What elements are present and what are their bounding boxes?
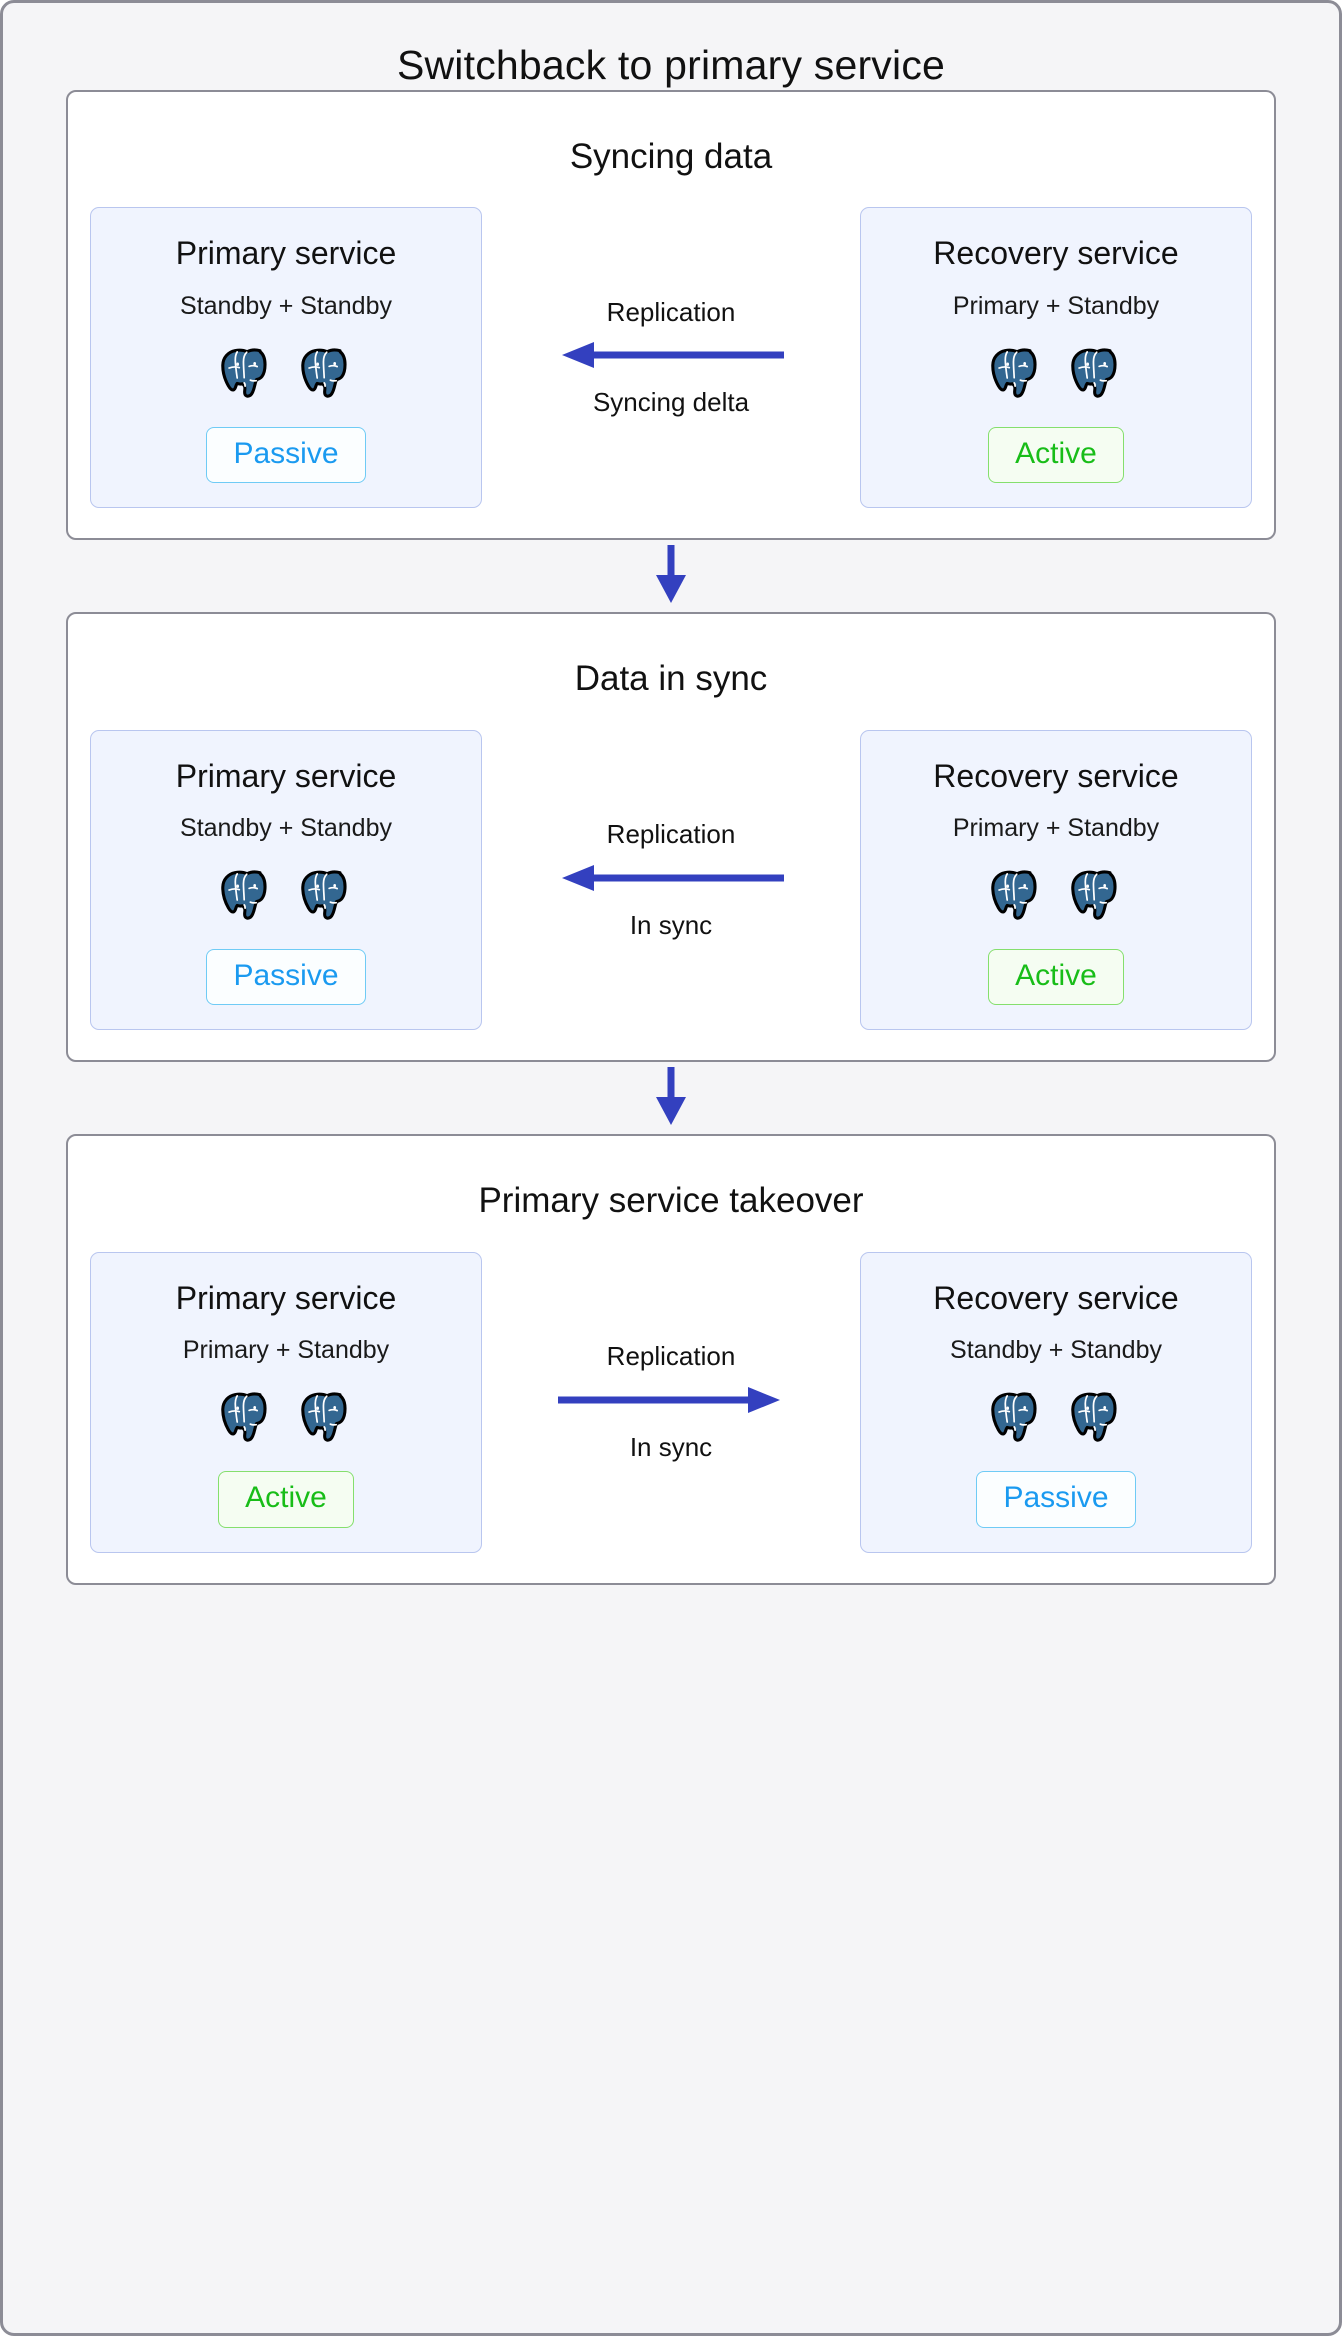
- node-icon-group: [987, 343, 1125, 401]
- stage-body: Primary service Standby + Standby: [90, 729, 1252, 1031]
- service-name: Primary service: [175, 235, 397, 272]
- service-roles: Primary + Standby: [952, 813, 1160, 842]
- recovery-service-card[interactable]: Recovery service Standby + Standby: [860, 1251, 1252, 1553]
- stage-title: Primary service takeover: [478, 1181, 864, 1221]
- status-badge: Passive: [206, 948, 366, 1006]
- service-name: Primary service: [175, 1279, 397, 1316]
- replication-label-bottom: In sync: [629, 909, 713, 940]
- node-icon-group: [987, 1387, 1125, 1445]
- replication-link: Replication In sync: [482, 730, 860, 1031]
- postgres-elephant-icon: [297, 1387, 355, 1445]
- service-name: Recovery service: [933, 757, 1179, 794]
- postgres-elephant-icon: [987, 865, 1045, 923]
- service-roles: Primary + Standby: [952, 291, 1160, 320]
- node-icon-group: [217, 343, 355, 401]
- status-badge: Active: [988, 426, 1124, 484]
- service-roles: Standby + Standby: [950, 1336, 1162, 1365]
- service-name: Recovery service: [933, 1279, 1179, 1316]
- replication-arrow-left-icon: [556, 864, 786, 896]
- stage-body: Primary service Primary + Standby: [90, 1251, 1252, 1553]
- postgres-elephant-icon: [1067, 1387, 1125, 1445]
- replication-label-top: Replication: [606, 1341, 736, 1372]
- replication-arrow-left-icon: [556, 342, 786, 373]
- node-icon-group: [217, 1387, 355, 1445]
- stage-panel: Syncing data Primary service Standby + S…: [66, 90, 1276, 541]
- status-badge: Active: [988, 948, 1124, 1006]
- arrow-down-icon: [650, 1065, 692, 1132]
- postgres-elephant-icon: [987, 343, 1045, 401]
- stage-panel: Primary service takeover Primary service…: [66, 1134, 1276, 1585]
- service-roles: Standby + Standby: [180, 291, 392, 320]
- stage-title: Syncing data: [569, 137, 773, 177]
- node-icon-group: [217, 865, 355, 923]
- service-roles: Primary + Standby: [182, 1336, 390, 1365]
- postgres-elephant-icon: [1067, 343, 1125, 401]
- stage-title: Data in sync: [574, 659, 768, 699]
- recovery-service-card[interactable]: Recovery service Primary + Standby: [860, 207, 1252, 509]
- postgres-elephant-icon: [297, 865, 355, 923]
- stage-list: Syncing data Primary service Standby + S…: [3, 90, 1339, 1585]
- stage-body: Primary service Standby + Standby: [90, 207, 1252, 509]
- diagram-title: Switchback to primary service: [396, 42, 946, 88]
- postgres-elephant-icon: [217, 1387, 275, 1445]
- status-badge: Passive: [206, 426, 366, 484]
- arrow-down-icon: [650, 543, 692, 610]
- replication-label-top: Replication: [606, 819, 736, 850]
- service-name: Recovery service: [933, 235, 1179, 272]
- stage-connector: [66, 540, 1276, 612]
- postgres-elephant-icon: [297, 343, 355, 401]
- stage-connector: [66, 1062, 1276, 1134]
- stage-panel: Data in sync Primary service Standby + S…: [66, 612, 1276, 1063]
- postgres-elephant-icon: [217, 865, 275, 923]
- primary-service-card[interactable]: Primary service Standby + Standby: [90, 729, 482, 1031]
- replication-arrow-right-icon: [556, 1386, 786, 1418]
- primary-service-card[interactable]: Primary service Standby + Standby: [90, 207, 482, 509]
- recovery-service-card[interactable]: Recovery service Primary + Standby: [860, 729, 1252, 1031]
- service-roles: Standby + Standby: [180, 813, 392, 842]
- postgres-elephant-icon: [1067, 865, 1125, 923]
- status-badge: Active: [218, 1471, 354, 1528]
- postgres-elephant-icon: [987, 1387, 1045, 1445]
- service-name: Primary service: [175, 757, 397, 794]
- replication-link: Replication Syncing delta: [482, 207, 860, 508]
- replication-label-top: Replication: [606, 297, 736, 328]
- replication-link: Replication In sync: [482, 1252, 860, 1553]
- replication-label-bottom: Syncing delta: [592, 387, 750, 418]
- postgres-elephant-icon: [217, 343, 275, 401]
- status-badge: Passive: [976, 1471, 1136, 1528]
- node-icon-group: [987, 865, 1125, 923]
- replication-label-bottom: In sync: [629, 1431, 713, 1462]
- primary-service-card[interactable]: Primary service Primary + Standby: [90, 1251, 482, 1553]
